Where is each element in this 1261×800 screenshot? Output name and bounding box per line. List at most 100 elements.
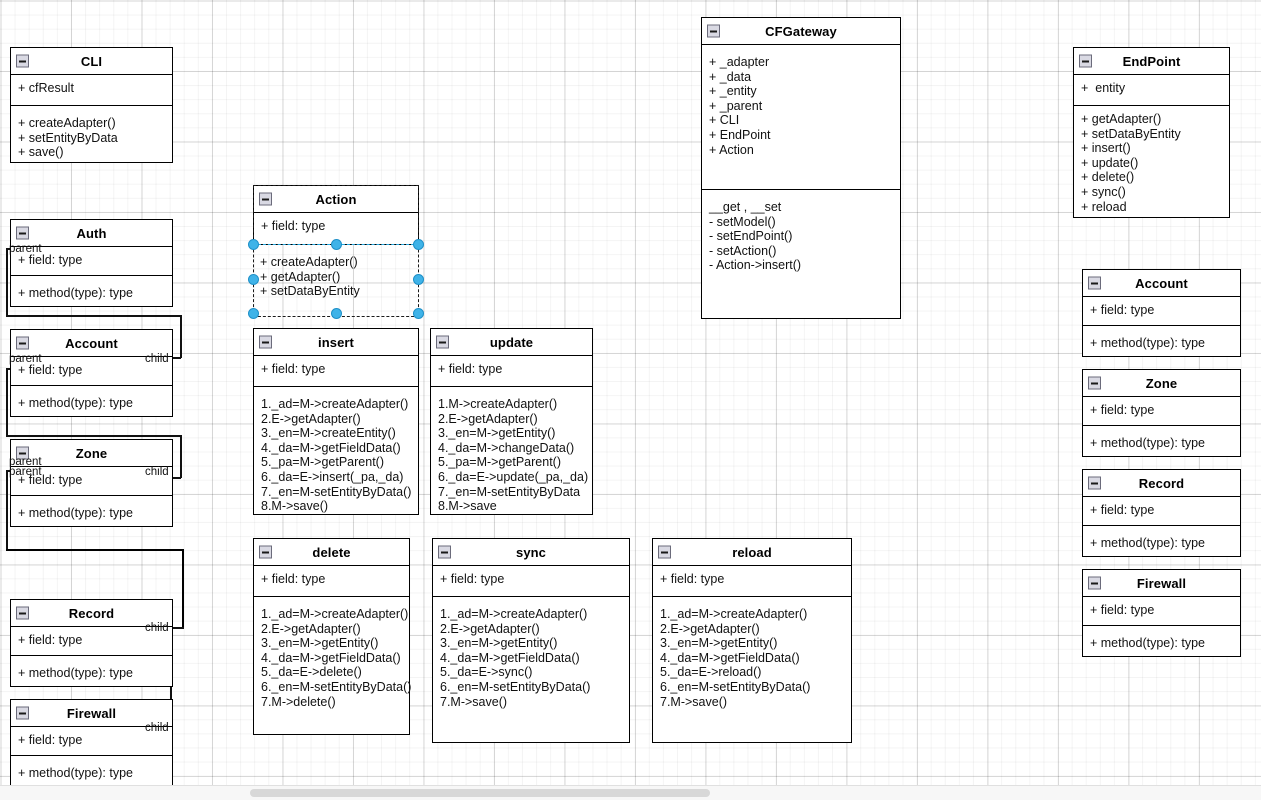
class-header[interactable]: Zone (1083, 370, 1240, 397)
class-box-account-right[interactable]: Account + field: type + method(type): ty… (1082, 269, 1241, 357)
class-header[interactable]: EndPoint (1074, 48, 1229, 75)
class-header[interactable]: CLI (11, 48, 172, 75)
class-header[interactable]: Account (11, 330, 172, 357)
collapse-minus-icon[interactable] (16, 606, 29, 620)
class-name: update (489, 334, 534, 350)
class-attributes: + field: type (653, 566, 851, 597)
class-name: CFGateway (765, 23, 837, 39)
class-operations: 1._ad=M->createAdapter() 2.E->getAdapter… (440, 607, 591, 709)
resize-handle-e[interactable] (413, 274, 424, 285)
class-box-cli[interactable]: CLI + cfResult + createAdapter() + setEn… (10, 47, 173, 163)
class-attributes: + field: type (11, 627, 172, 656)
class-operations: + method(type): type (1090, 636, 1205, 650)
collapse-minus-icon[interactable] (16, 226, 29, 240)
class-header[interactable]: update (431, 329, 592, 356)
collapse-minus-icon[interactable] (259, 545, 272, 559)
class-header[interactable]: insert (254, 329, 418, 356)
resize-handle-n[interactable] (331, 239, 342, 250)
class-header[interactable]: reload (653, 539, 851, 566)
class-box-sync[interactable]: sync + field: type 1._ad=M->createAdapte… (432, 538, 630, 743)
edge-label-child: child (145, 722, 169, 734)
class-box-action[interactable]: Action + field: type (253, 185, 419, 245)
connector-segment (180, 315, 182, 358)
class-name: Zone (1145, 375, 1178, 391)
collapse-minus-icon[interactable] (658, 545, 671, 559)
class-attributes: + field: type (11, 467, 172, 496)
class-box-action-operations[interactable]: + createAdapter() + getAdapter() + setDa… (253, 245, 419, 317)
class-attributes: + field: type (261, 219, 326, 233)
collapse-minus-icon[interactable] (436, 335, 449, 349)
class-name: Firewall (1136, 575, 1187, 591)
collapse-minus-icon[interactable] (259, 335, 272, 349)
class-name: sync (515, 544, 547, 560)
resize-handle-s[interactable] (331, 308, 342, 319)
collapse-minus-icon[interactable] (1088, 376, 1101, 390)
class-attributes: + field: type (11, 727, 172, 756)
class-header[interactable]: Firewall (1083, 570, 1240, 597)
class-operations: + method(type): type (18, 286, 133, 300)
class-box-firewall-left[interactable]: Firewall + field: type + method(type): t… (10, 699, 173, 787)
collapse-minus-icon[interactable] (1088, 476, 1101, 490)
class-box-firewall-right[interactable]: Firewall + field: type + method(type): t… (1082, 569, 1241, 657)
edge-label-child: child (145, 466, 169, 478)
collapse-minus-icon[interactable] (16, 446, 29, 460)
class-header[interactable]: Account (1083, 270, 1240, 297)
class-attributes: + field: type (433, 566, 629, 597)
class-name: delete (312, 544, 351, 560)
edge-label-child: child (145, 622, 169, 634)
class-attributes: + field: type (11, 247, 172, 276)
class-name: EndPoint (1122, 53, 1181, 69)
class-operations: + method(type): type (18, 396, 133, 410)
class-box-reload[interactable]: reload + field: type 1._ad=M->createAdap… (652, 538, 852, 743)
class-header[interactable]: delete (254, 539, 409, 566)
collapse-minus-icon[interactable] (259, 192, 272, 206)
class-header[interactable]: sync (433, 539, 629, 566)
resize-handle-w[interactable] (248, 274, 259, 285)
class-box-endpoint[interactable]: EndPoint + entity + getAdapter() + setDa… (1073, 47, 1230, 218)
class-header[interactable]: Firewall (11, 700, 172, 727)
class-header[interactable]: Record (1083, 470, 1240, 497)
class-header[interactable]: Action (254, 186, 418, 213)
class-attributes: + field: type (1083, 497, 1240, 526)
collapse-minus-icon[interactable] (1088, 276, 1101, 290)
class-box-update[interactable]: update + field: type 1.M->createAdapter(… (430, 328, 593, 515)
class-header[interactable]: CFGateway (702, 18, 900, 45)
class-box-record-left[interactable]: Record + field: type + method(type): typ… (10, 599, 173, 687)
class-box-account-left[interactable]: Account + field: type + method(type): ty… (10, 329, 173, 417)
resize-handle-ne[interactable] (413, 239, 424, 250)
connector-segment (6, 315, 181, 317)
collapse-minus-icon[interactable] (16, 706, 29, 720)
class-header[interactable]: Record (11, 600, 172, 627)
class-operations: 1.M->createAdapter() 2.E->getAdapter() 3… (438, 397, 589, 514)
class-name: insert (317, 334, 354, 350)
class-header[interactable]: Auth (11, 220, 172, 247)
class-operations: 1._ad=M->createAdapter() 2.E->getAdapter… (261, 397, 412, 514)
collapse-minus-icon[interactable] (16, 54, 29, 68)
class-operations: __get , __set - setModel() - setEndPoint… (709, 200, 802, 273)
collapse-minus-icon[interactable] (1088, 576, 1101, 590)
class-box-auth[interactable]: Auth + field: type + method(type): type (10, 219, 173, 307)
connector-segment (6, 435, 181, 437)
horizontal-scrollbar[interactable] (0, 785, 1261, 800)
class-header[interactable]: Zone (11, 440, 172, 467)
class-operations: 1._ad=M->createAdapter() 2.E->getAdapter… (660, 607, 811, 709)
resize-handle-se[interactable] (413, 308, 424, 319)
collapse-minus-icon[interactable] (1079, 54, 1092, 68)
class-box-zone-right[interactable]: Zone + field: type + method(type): type (1082, 369, 1241, 457)
resize-handle-nw[interactable] (248, 239, 259, 250)
resize-handle-sw[interactable] (248, 308, 259, 319)
collapse-minus-icon[interactable] (16, 336, 29, 350)
class-attributes: + entity (1074, 75, 1229, 106)
connector-segment (6, 549, 184, 552)
collapse-minus-icon[interactable] (438, 545, 451, 559)
collapse-minus-icon[interactable] (707, 24, 720, 38)
class-operations: + createAdapter() + setEntityByData + sa… (18, 116, 118, 160)
class-box-insert[interactable]: insert + field: type 1._ad=M->createAdap… (253, 328, 419, 515)
connector-segment (180, 435, 182, 478)
class-box-zone-left[interactable]: Zone + field: type + method(type): type (10, 439, 173, 527)
class-box-cfgateway[interactable]: CFGateway + _adapter + _data + _entity +… (701, 17, 901, 319)
scrollbar-thumb[interactable] (250, 789, 710, 797)
class-box-record-right[interactable]: Record + field: type + method(type): typ… (1082, 469, 1241, 557)
class-box-delete[interactable]: delete + field: type 1._ad=M->createAdap… (253, 538, 411, 735)
